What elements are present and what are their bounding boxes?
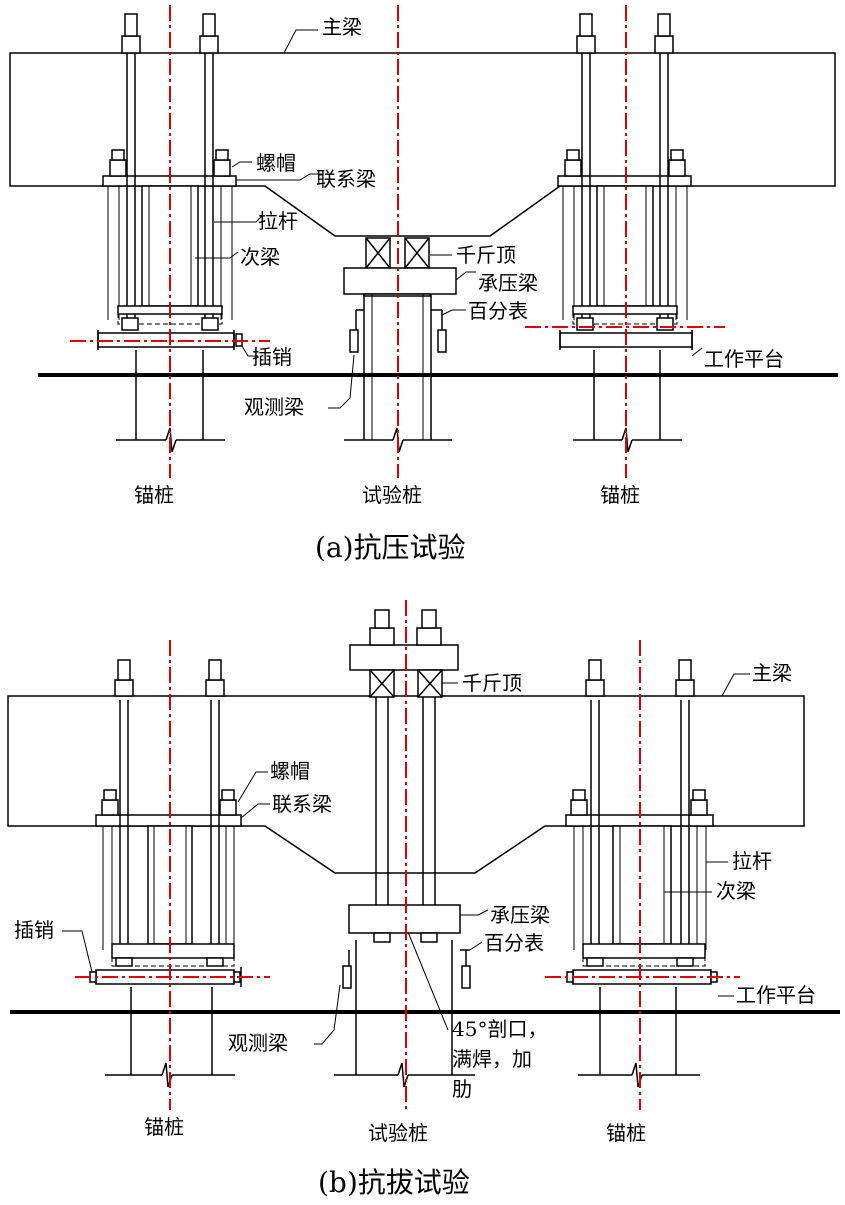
- caption-a: (a)抗压试验: [315, 531, 466, 564]
- label-platform-b: 工作平台: [736, 983, 816, 1007]
- panel-b-uplift-test: 千斤顶 主梁 螺帽 联系梁 拉杆 次梁 插销 承压梁 百分表 工作平台 观测梁 …: [7, 600, 840, 1199]
- label-anchor-pile-left-a: 锚桩: [134, 483, 174, 507]
- label-observation-beam-b: 观测梁: [228, 1031, 288, 1055]
- label-main-beam-a: 主梁: [322, 15, 362, 39]
- bearing-beam-a: [343, 267, 457, 295]
- bearing-nuts-b: [373, 932, 438, 943]
- label-anchor-pile-left-b: 锚桩: [144, 1115, 184, 1139]
- tie-rods-right-b: [573, 700, 707, 962]
- anchor-pile-right-a: [573, 350, 682, 453]
- label-test-pile-b: 试验桩: [368, 1121, 428, 1145]
- top-nuts-a: [121, 13, 674, 54]
- label-nut-a: 螺帽: [256, 151, 296, 175]
- label-weld-note-3-b: 肋: [452, 1077, 472, 1101]
- label-pin-b: 插销: [14, 918, 54, 942]
- label-jack-b: 千斤顶: [462, 671, 522, 695]
- label-anchor-pile-right-a: 锚桩: [600, 483, 640, 507]
- dial-gauges-a: [349, 309, 447, 353]
- top-nuts-center-b: [369, 609, 442, 646]
- label-nut-b: 螺帽: [270, 759, 310, 783]
- label-dial-gauge-b: 百分表: [484, 931, 544, 955]
- label-secondary-beam-a: 次梁: [240, 245, 280, 269]
- label-main-beam-b: 主梁: [752, 661, 792, 685]
- label-jack-a: 千斤顶: [456, 243, 516, 267]
- top-nuts-sides-b: [114, 659, 695, 697]
- label-pin-a: 插销: [252, 345, 292, 369]
- main-beam-b: [7, 695, 805, 874]
- dial-gauges-b: [342, 949, 471, 989]
- jacks-b: [369, 669, 443, 698]
- bearing-beam-b: [348, 904, 461, 934]
- top-plate-b: [349, 644, 459, 671]
- label-weld-note-1-b: 45°剖口，: [452, 1017, 547, 1041]
- label-tie-rod-a: 拉杆: [258, 209, 298, 233]
- label-bearing-beam-a: 承压梁: [478, 271, 538, 295]
- label-anchor-pile-right-b: 锚桩: [606, 1121, 646, 1145]
- tie-rods-right-a: [562, 40, 688, 330]
- secondary-beam-right-b: [612, 825, 672, 945]
- leaders-b: [62, 673, 750, 1045]
- anchor-pile-left-b: [105, 987, 235, 1088]
- leaders-a: [195, 29, 703, 409]
- label-platform-a: 工作平台: [704, 347, 784, 371]
- jacks-a: [365, 237, 430, 269]
- tie-rods-left-a: [107, 40, 233, 330]
- test-pile-b: [334, 940, 475, 1088]
- center-rods-b: [375, 697, 436, 905]
- tie-beam-right-a: [557, 175, 692, 187]
- main-beam-a: [9, 52, 836, 237]
- tie-rods-left-b: [102, 700, 235, 962]
- label-tie-beam-b: 联系梁: [272, 792, 332, 816]
- tie-beam-nuts-a: [109, 149, 686, 177]
- centerlines-b: [75, 600, 740, 1110]
- label-tie-rod-b: 拉杆: [732, 849, 772, 873]
- label-observation-beam-a: 观测梁: [244, 395, 304, 419]
- label-secondary-beam-b: 次梁: [716, 879, 756, 903]
- label-dial-gauge-a: 百分表: [468, 299, 528, 323]
- label-tie-beam-a: 联系梁: [316, 167, 376, 191]
- label-test-pile-a: 试验桩: [362, 483, 422, 507]
- tie-beam-nuts-b: [101, 789, 708, 816]
- label-weld-note-2-b: 满焊，加: [452, 1047, 532, 1071]
- label-bearing-beam-b: 承压梁: [490, 903, 550, 927]
- caption-b: (b)抗拔试验: [318, 1166, 470, 1199]
- centerlines-a: [70, 5, 725, 478]
- anchor-pile-right-b: [578, 987, 700, 1088]
- panel-a-compression-test: 主梁 螺帽 联系梁 拉杆 次梁 千斤顶 承压梁 百分表 工作平台 插销 观测梁 …: [9, 5, 838, 564]
- lower-plates-b: [111, 943, 706, 967]
